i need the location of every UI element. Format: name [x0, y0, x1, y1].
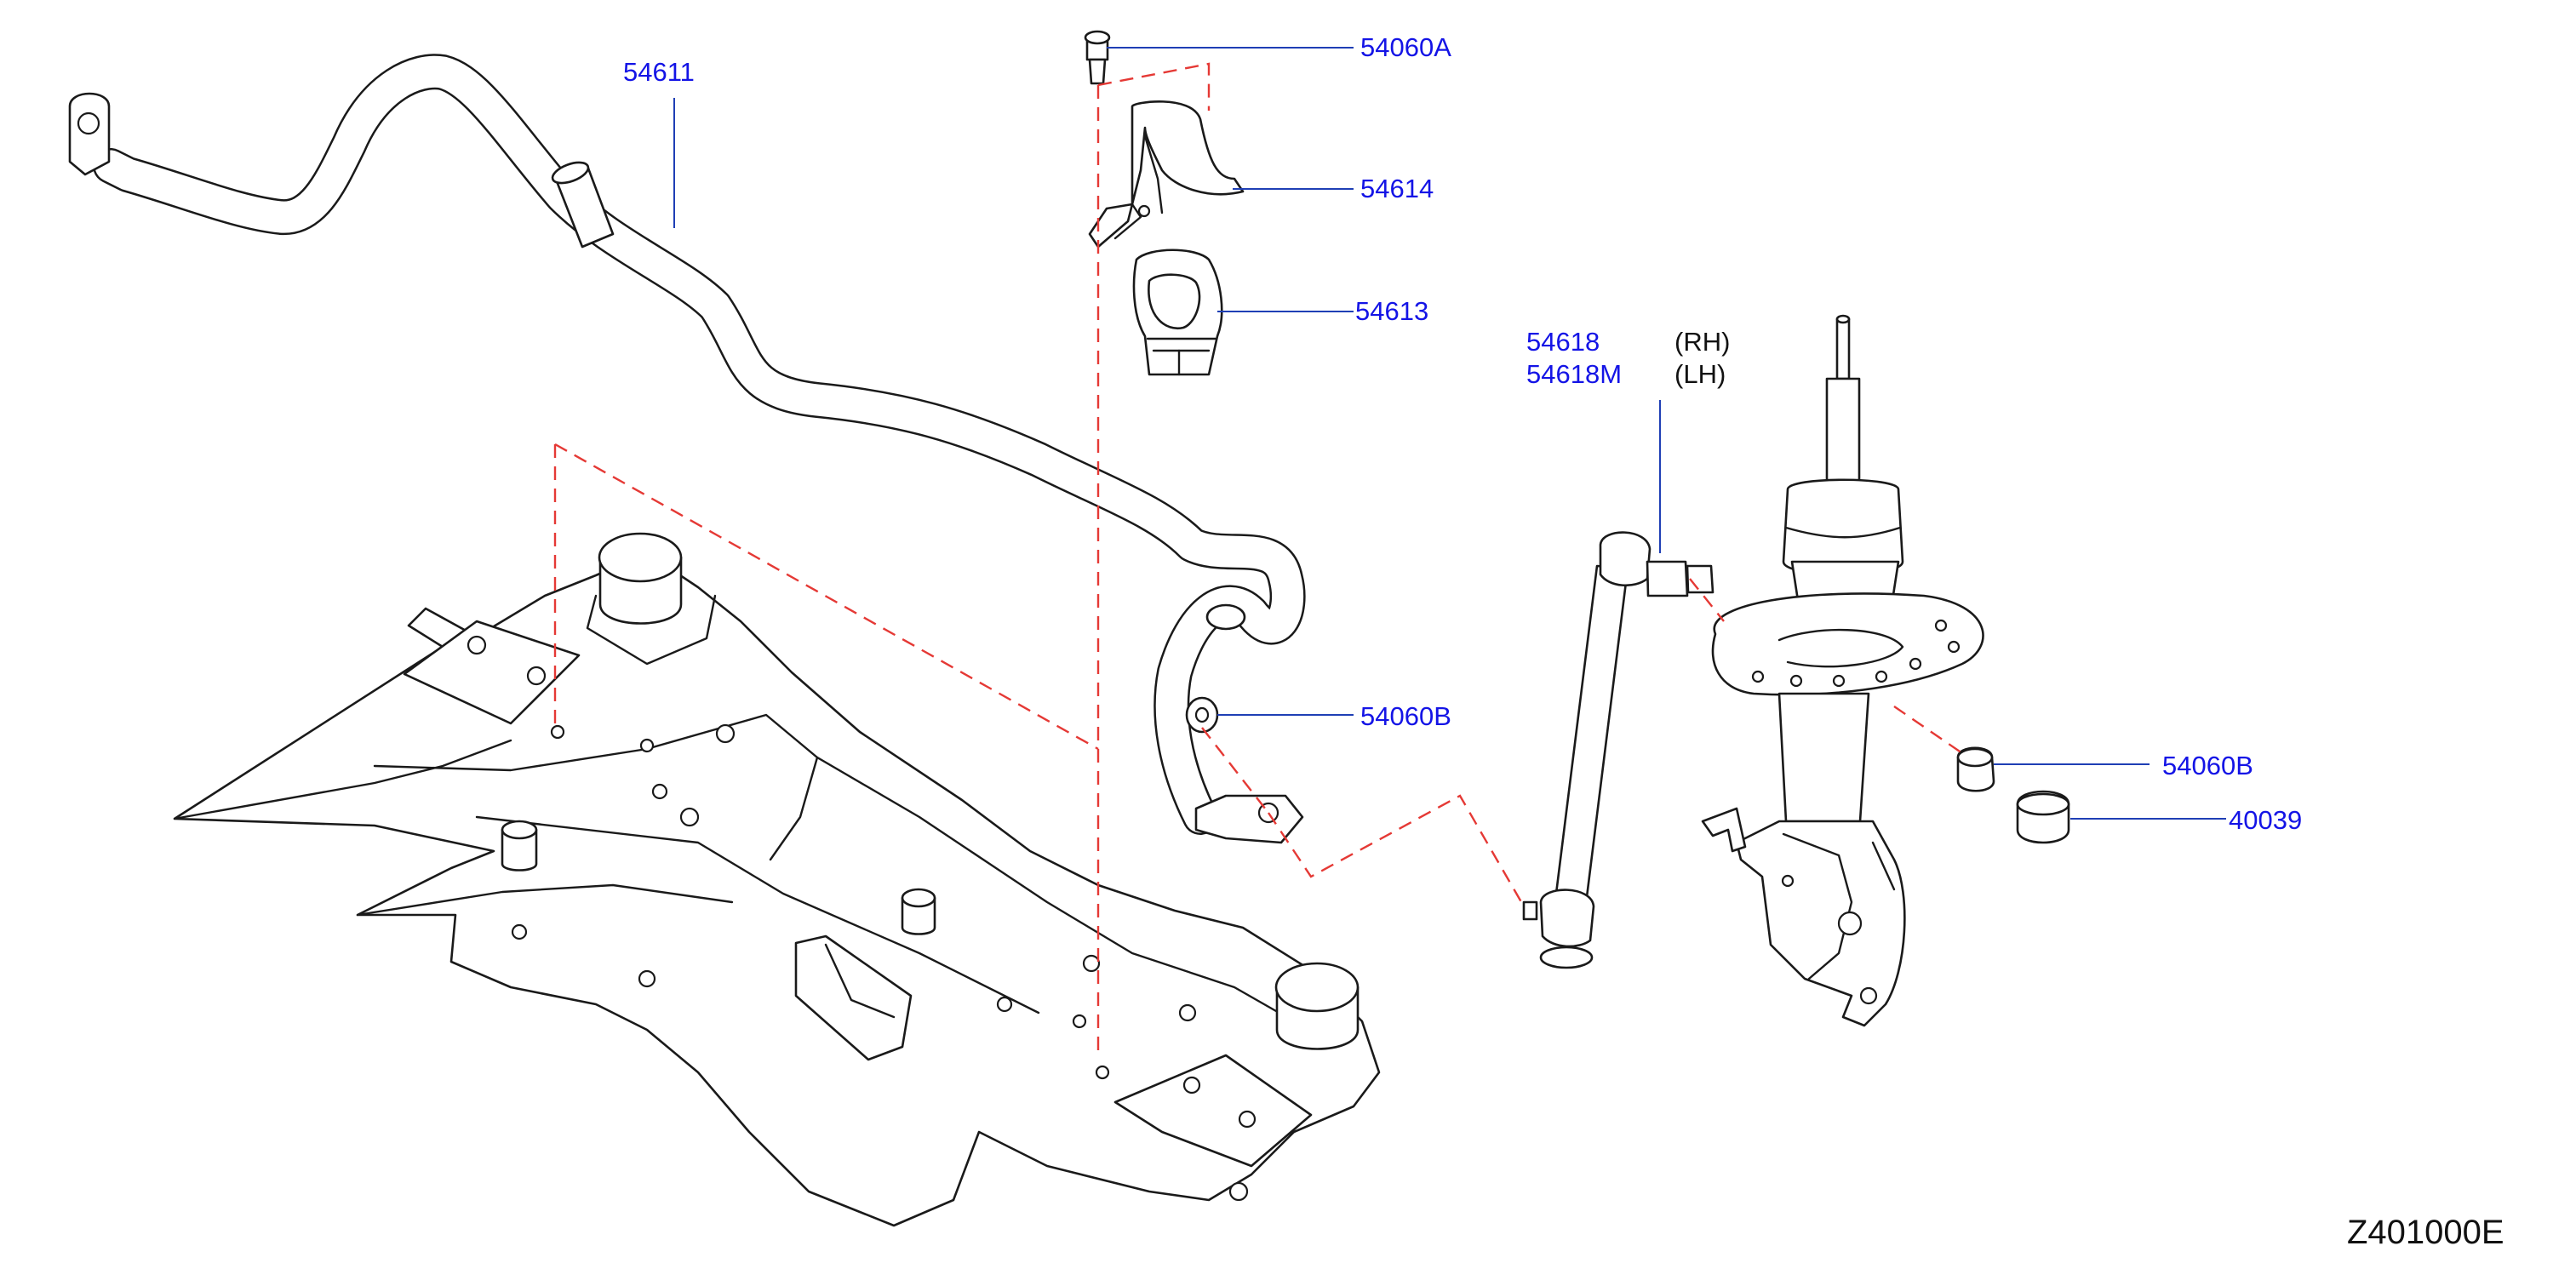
callout-40039: 40039 — [2229, 805, 2302, 835]
callout-54618: 54618 — [1526, 327, 1600, 357]
stabilizer-bar — [68, 54, 1306, 844]
bushing-54060b-link — [1185, 696, 1219, 734]
callout-54060b-link: 54060B — [1360, 701, 1451, 731]
callout-54060a: 54060A — [1360, 32, 1451, 62]
bushing-54060b-strut — [1956, 746, 1995, 792]
strut-assembly — [1701, 314, 1984, 1027]
clamp-54614 — [1088, 100, 1245, 249]
callout-54611: 54611 — [623, 57, 695, 87]
bolt-54060a — [1084, 30, 1111, 85]
callout-54614: 54614 — [1360, 174, 1434, 203]
assembly-guide-lines — [553, 62, 1963, 1051]
callout-54613: 54613 — [1355, 296, 1428, 326]
diagram-code: Z401000E — [2347, 1214, 2504, 1251]
suspension-member — [173, 532, 1381, 1227]
stabilizer-link — [1522, 531, 1714, 969]
bushing-54613 — [1132, 249, 1223, 376]
leader-lines — [673, 47, 2226, 820]
callout-54060b-strut: 54060B — [2162, 751, 2253, 780]
callout-54618m: 54618M — [1526, 359, 1622, 389]
label-rh: (RH) — [1674, 327, 1730, 357]
cap-40039 — [2016, 790, 2070, 844]
label-lh: (LH) — [1674, 359, 1726, 389]
